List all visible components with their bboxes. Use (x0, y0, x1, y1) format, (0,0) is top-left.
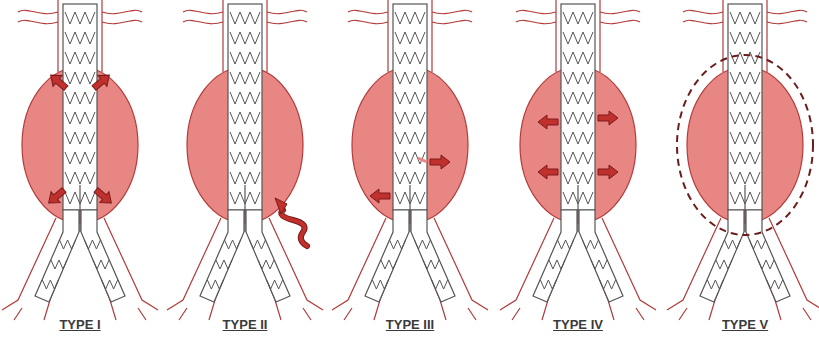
type-label: TYPE IV (553, 317, 603, 332)
type-label: TYPE I (59, 317, 100, 332)
type-label: TYPE V (722, 317, 768, 332)
type-label: TYPE II (223, 317, 268, 332)
type-label: TYPE III (386, 317, 434, 332)
